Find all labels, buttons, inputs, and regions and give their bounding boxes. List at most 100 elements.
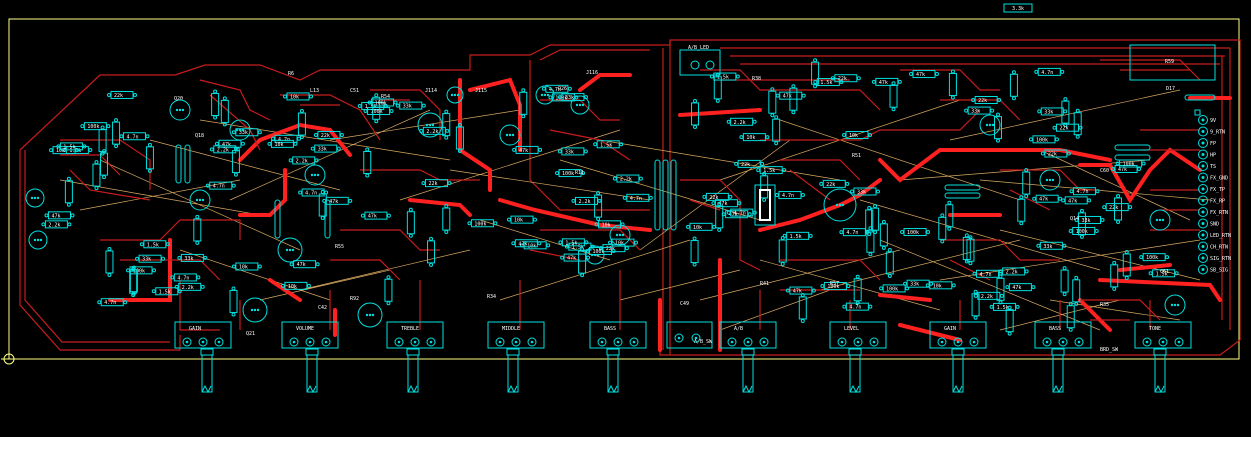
resistor-footprint: 10k — [283, 92, 314, 101]
resistor-footprint — [112, 118, 121, 149]
resistor-footprint: 4.7n — [839, 228, 870, 237]
resistor-footprint — [971, 289, 980, 320]
svg-text:FX_RP: FX_RP — [1210, 199, 1225, 205]
connector-pin: FX_RP — [1198, 195, 1225, 206]
resistor-footprint — [1009, 70, 1018, 101]
potentiometer: A/B — [719, 321, 777, 394]
connector-pin: FX_GND — [1198, 172, 1228, 183]
resistor-footprint: 4.7n — [774, 191, 805, 200]
resistor-footprint: 4.7n — [97, 298, 128, 307]
resistor-footprint — [811, 58, 820, 89]
svg-text:10k: 10k — [693, 225, 702, 231]
svg-text:2.2k: 2.2k — [48, 222, 60, 228]
resistor-footprint: 10k — [686, 222, 717, 231]
svg-text:33k: 33k — [142, 257, 151, 263]
svg-text:47k: 47k — [518, 241, 527, 247]
resistor-footprint: 47k — [711, 199, 742, 208]
resistor-footprint: 33k — [849, 187, 880, 196]
svg-text:22k: 22k — [1109, 205, 1118, 211]
transistor-footprint — [1149, 209, 1171, 231]
svg-text:SIG_RTN: SIG_RTN — [1210, 256, 1231, 262]
svg-text:A/B: A/B — [734, 326, 743, 332]
transistor-footprint — [499, 124, 521, 146]
resistor-footprint: 33k — [231, 128, 262, 137]
svg-text:100k: 100k — [1076, 229, 1088, 235]
transistor-footprint — [417, 112, 443, 138]
svg-text:100k: 100k — [371, 109, 383, 115]
svg-text:4.7n: 4.7n — [630, 196, 642, 202]
svg-text:LEVEL: LEVEL — [844, 326, 859, 332]
c61-label: C61 — [1160, 269, 1169, 275]
resistor-footprint — [427, 236, 436, 267]
resistor-footprint — [1072, 275, 1081, 306]
q14-label: Q14 — [1070, 216, 1079, 222]
transistor-footprint — [304, 164, 326, 186]
svg-text:2.2k: 2.2k — [296, 158, 308, 164]
resistor-footprint: 4.7n — [119, 132, 150, 141]
resistor-footprint — [885, 247, 894, 278]
resistor-footprint: 22k — [971, 95, 1002, 104]
svg-text:BASS: BASS — [1049, 326, 1061, 332]
svg-text:33k: 33k — [857, 190, 866, 196]
d17-label: D17 — [1166, 86, 1175, 92]
resistor-footprint: 47k — [1005, 283, 1036, 292]
svg-text:FP: FP — [1210, 141, 1216, 147]
resistor-footprint — [1066, 301, 1075, 332]
resistor-footprint: 100k — [879, 284, 910, 293]
svg-text:33k: 33k — [1044, 109, 1053, 115]
svg-text:MIDDLE: MIDDLE — [502, 326, 520, 332]
q20-label: Q20 — [174, 96, 183, 102]
resistor-footprint — [1122, 249, 1131, 280]
svg-text:1.5k: 1.5k — [997, 305, 1009, 311]
resistor-footprint: 2.2k — [209, 145, 240, 154]
potentiometer: GAIN — [174, 321, 232, 394]
svg-text:4.7n: 4.7n — [734, 211, 746, 217]
header-box — [1194, 109, 1201, 116]
r6-label: R6 — [288, 71, 294, 77]
resistor-footprint — [798, 292, 807, 323]
svg-text:33k: 33k — [565, 95, 574, 101]
svg-text:FX_RTN: FX_RTN — [1210, 210, 1228, 216]
svg-text:33k: 33k — [184, 256, 193, 262]
resistor-footprint: 10k — [231, 262, 262, 271]
resistor-footprint — [363, 147, 372, 178]
svg-text:9V: 9V — [1210, 118, 1216, 124]
resistor-footprint — [789, 84, 798, 115]
svg-text:33k: 33k — [403, 104, 412, 110]
resistor-footprint: 2.2k — [174, 282, 205, 291]
resistor-footprint: 100k — [1115, 159, 1146, 168]
resistor-footprint: 1.5k — [1148, 269, 1179, 278]
resistor-footprint: 100k — [1028, 135, 1059, 144]
resistor-footprint: 100k — [80, 122, 111, 131]
resistor-footprint — [193, 214, 202, 245]
svg-text:FX_GND: FX_GND — [1210, 176, 1228, 182]
resistor-footprint: 47k — [44, 211, 75, 220]
resistor-footprint: 1.5k — [782, 231, 813, 240]
svg-text:100k: 100k — [474, 221, 486, 227]
svg-text:TS: TS — [1210, 164, 1216, 170]
connector-pin: FX_TP — [1198, 184, 1225, 194]
svg-text:1.5k: 1.5k — [790, 234, 802, 240]
resistor-footprint: 22k — [313, 130, 344, 139]
resistor-footprint: 10k — [280, 281, 311, 290]
resistor-footprint: 2.2k — [571, 196, 602, 205]
transistor-footprint — [357, 302, 383, 328]
svg-text:1.5k: 1.5k — [147, 242, 159, 248]
svg-text:HP: HP — [1210, 153, 1216, 159]
slot-pads — [175, 94, 1216, 239]
resistor-footprint — [519, 88, 528, 119]
connector-pin: 9V — [1198, 115, 1216, 125]
potentiometer: BASS — [589, 321, 647, 394]
svg-text:LED_RTN: LED_RTN — [1210, 233, 1231, 239]
svg-text:2.2k: 2.2k — [620, 177, 632, 183]
transistor-footprint — [979, 114, 1001, 136]
resistor-footprint: 2.2k — [612, 174, 643, 183]
ab-sw-label: A/B_SW — [694, 339, 713, 345]
svg-text:2.2k: 2.2k — [217, 147, 229, 153]
svg-text:47k: 47k — [519, 148, 528, 154]
svg-text:2.2k: 2.2k — [426, 129, 438, 135]
resistor-footprint: 10k — [925, 281, 956, 290]
resistor-footprint: 10k — [594, 220, 625, 229]
svg-text:10k: 10k — [933, 283, 942, 289]
resistor-footprint: 100k — [555, 169, 586, 178]
